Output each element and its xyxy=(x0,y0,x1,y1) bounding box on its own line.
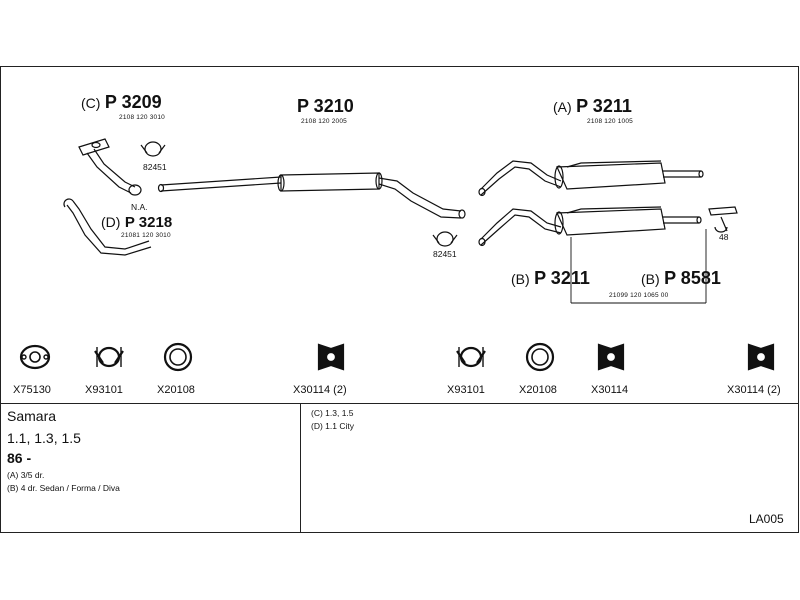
rubber-mount-icon xyxy=(597,343,625,371)
vehicle-year: 86 - xyxy=(7,450,32,466)
tail-pipe-8581-drawing xyxy=(708,206,738,233)
front-pipe-c-drawing xyxy=(78,138,142,196)
sealing-ring-icon xyxy=(525,342,555,372)
exhaust-system-sheet: (C) P 3209 2108 120 3010 P 3210 2108 120… xyxy=(0,66,799,533)
rear-silencer-b-drawing xyxy=(478,206,702,247)
vehicle-model: Samara xyxy=(7,408,57,424)
info-column-divider xyxy=(300,403,301,533)
fitting-code: X93101 xyxy=(447,384,485,396)
part-mid-ref: 2108 120 2005 xyxy=(301,118,347,125)
hanger-48-code: 48 xyxy=(719,232,729,242)
clamp-mid-code: 82451 xyxy=(433,249,457,259)
fitting-code: X30114 xyxy=(591,384,629,396)
front-pipe-d-drawing xyxy=(63,198,152,256)
part-d-label: (D) P 3218 xyxy=(101,214,173,231)
part-a-ref: 2108 120 1005 xyxy=(587,118,633,125)
sealing-ring-icon xyxy=(163,342,193,372)
exhaust-diagram xyxy=(19,138,775,372)
vehicle-engines: 1.1, 1.3, 1.5 xyxy=(7,430,81,446)
part-a-label: (A) P 3211 xyxy=(553,96,632,116)
pipe-clamp-icon xyxy=(456,346,486,368)
part-d-ref: 21081 120 3010 xyxy=(121,232,171,239)
rear-silencer-a-drawing xyxy=(478,160,704,197)
fitting-code: X30114 (2) xyxy=(727,384,781,396)
part-mid-number: P 3210 xyxy=(297,96,354,116)
fitting-code: X75130 xyxy=(13,384,51,396)
part-c-label: (C) P 3209 xyxy=(81,92,162,112)
fitting-code: X93101 xyxy=(85,384,123,396)
vehicle-note-a: (A) 3/5 dr. xyxy=(7,470,45,480)
rubber-mount-icon xyxy=(747,343,775,371)
clamp-82451-top-drawing xyxy=(140,141,166,157)
middle-pipe-drawing xyxy=(157,172,466,219)
fitting-code: X30114 (2) xyxy=(293,384,347,396)
variant-c: (C) 1.3, 1.5 xyxy=(311,408,354,418)
rubber-mount-icon xyxy=(317,343,345,371)
b-group-bracket xyxy=(570,229,707,304)
part-c-ref: 2108 120 3010 xyxy=(119,114,165,121)
vehicle-note-b: (B) 4 dr. Sedan / Forma / Diva xyxy=(7,483,120,493)
fitting-code: X20108 xyxy=(519,384,557,396)
clamp-top-code: 82451 xyxy=(143,162,167,172)
part-b2-label: (B) P 8581 xyxy=(641,268,721,288)
pipe-clamp-icon xyxy=(94,346,124,368)
flange-gasket-icon xyxy=(19,344,51,370)
part-d-note: N.A. xyxy=(131,202,148,212)
clamp-82451-mid-drawing xyxy=(432,231,458,247)
catalog-code: LA005 xyxy=(749,512,784,526)
part-b-ref: 21099 120 1065 00 xyxy=(607,292,671,300)
variant-d: (D) 1.1 City xyxy=(311,421,354,431)
part-b1-label: (B) P 3211 xyxy=(511,268,590,288)
info-divider xyxy=(1,403,798,404)
fitting-code: X20108 xyxy=(157,384,195,396)
